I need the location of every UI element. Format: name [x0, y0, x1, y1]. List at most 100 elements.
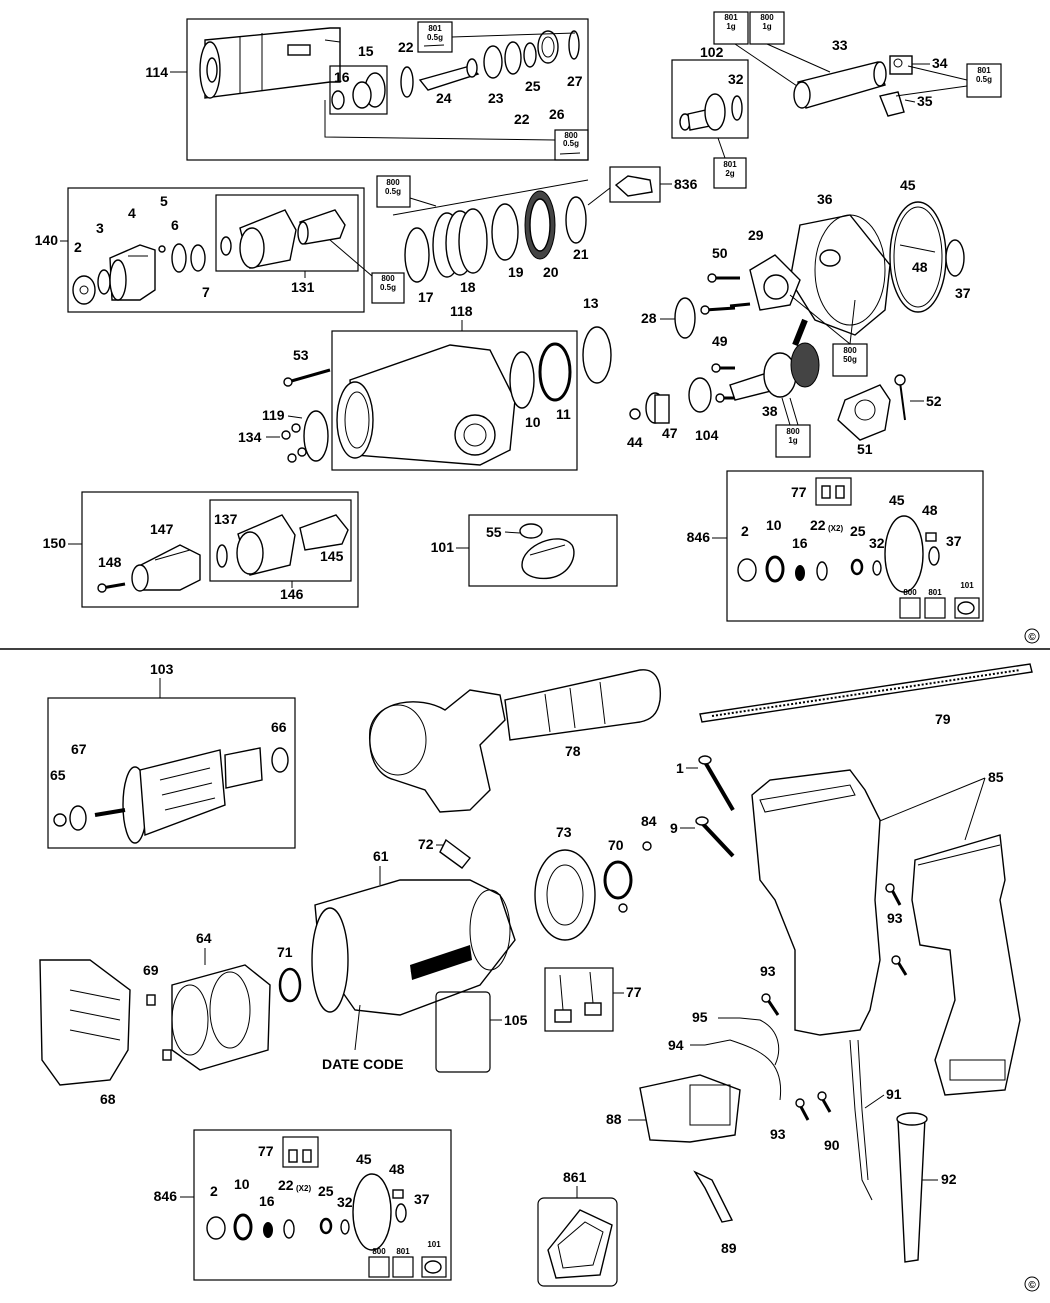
svg-text:52: 52: [926, 393, 942, 409]
svg-text:45: 45: [889, 492, 905, 508]
svg-text:4: 4: [128, 205, 136, 221]
svg-text:800: 800: [843, 346, 857, 355]
copyright-mark-top: ©: [1024, 628, 1040, 644]
side-handle-78: 78: [368, 669, 662, 813]
svg-text:77: 77: [626, 984, 642, 1000]
svg-text:18: 18: [460, 279, 476, 295]
svg-text:78: 78: [565, 743, 581, 759]
assembly-102: 102 32 801 2g: [671, 44, 749, 189]
svg-text:800: 800: [760, 13, 774, 22]
svg-text:37: 37: [955, 285, 971, 301]
svg-text:66: 66: [271, 719, 287, 735]
svg-text:88: 88: [606, 1111, 622, 1127]
svg-text:800: 800: [381, 274, 395, 283]
svg-text:84: 84: [641, 813, 657, 829]
grease-800-0.5g-131: 800 0.5g: [371, 272, 405, 304]
part-836: 836: [587, 166, 698, 206]
svg-text:91: 91: [886, 1086, 902, 1102]
svg-text:800: 800: [786, 427, 800, 436]
svg-text:37: 37: [946, 533, 962, 549]
svg-text:73: 73: [556, 824, 572, 840]
svg-text:93: 93: [770, 1126, 786, 1142]
svg-text:146: 146: [280, 586, 304, 602]
svg-text:93: 93: [760, 963, 776, 979]
svg-text:0.5g: 0.5g: [976, 75, 992, 84]
svg-text:0.5g: 0.5g: [380, 283, 396, 292]
svg-text:101: 101: [427, 1240, 441, 1249]
svg-text:89: 89: [721, 1240, 737, 1256]
svg-text:861: 861: [563, 1169, 587, 1185]
svg-text:846: 846: [687, 529, 711, 545]
svg-text:17: 17: [418, 289, 434, 305]
svg-text:134: 134: [238, 429, 262, 445]
grease-800-0.5g: 800 0.5g: [554, 129, 589, 161]
grease-801-0.5g-right: 801 0.5g: [966, 63, 1002, 98]
svg-text:22: 22: [514, 111, 530, 127]
grease-800-0.5g-stack: 800 0.5g: [376, 175, 411, 208]
svg-text:103: 103: [150, 661, 174, 677]
svg-text:15: 15: [358, 43, 374, 59]
grease-801-0.5g: 801 0.5g: [417, 21, 453, 53]
svg-text:34: 34: [932, 55, 948, 71]
svg-text:10: 10: [525, 414, 541, 430]
kit-846-bottom-grease-icons: 800 801 101: [368, 1240, 447, 1278]
svg-text:25: 25: [525, 78, 541, 94]
svg-text:22: 22: [398, 39, 414, 55]
svg-text:95: 95: [692, 1009, 708, 1025]
svg-text:48: 48: [389, 1161, 405, 1177]
svg-text:36: 36: [817, 191, 833, 207]
svg-text:2: 2: [74, 239, 82, 255]
svg-text:13: 13: [583, 295, 599, 311]
assembly-114-frame: [186, 18, 589, 161]
svg-text:145: 145: [320, 548, 344, 564]
svg-text:2g: 2g: [725, 169, 734, 178]
svg-text:137: 137: [214, 511, 238, 527]
svg-text:2: 2: [210, 1183, 218, 1199]
svg-text:51: 51: [857, 441, 873, 457]
svg-text:65: 65: [50, 767, 66, 783]
svg-text:800: 800: [372, 1247, 386, 1256]
part-33-tube: 801 1g 800 1g 33 34 35 801 0.5g: [713, 11, 1002, 117]
svg-text:67: 67: [71, 741, 87, 757]
svg-text:72: 72: [418, 836, 434, 852]
svg-text:48: 48: [922, 502, 938, 518]
svg-text:11: 11: [556, 406, 571, 422]
svg-text:50: 50: [712, 245, 728, 261]
svg-text:846: 846: [154, 1188, 178, 1204]
svg-text:77: 77: [258, 1143, 274, 1159]
svg-text:10: 10: [234, 1176, 250, 1192]
assembly-150: 150 148 147 137 145 146: [43, 491, 359, 608]
svg-text:61: 61: [373, 848, 389, 864]
svg-text:37: 37: [414, 1191, 430, 1207]
svg-text:0.5g: 0.5g: [563, 139, 579, 148]
svg-text:20: 20: [543, 264, 559, 280]
svg-text:45: 45: [356, 1151, 372, 1167]
grease-800-1g-top: 800 1g: [749, 11, 785, 45]
svg-text:22: 22: [810, 517, 826, 533]
svg-text:90: 90: [824, 1137, 840, 1153]
svg-text:10: 10: [766, 517, 782, 533]
svg-text:48: 48: [912, 259, 928, 275]
copyright-mark-bottom: ©: [1024, 1276, 1040, 1292]
assembly-103: 103 66 67 65: [47, 661, 296, 849]
svg-text:102: 102: [700, 44, 724, 60]
gear-housing-36: 36 45 48 37 29 800 50g: [748, 177, 971, 377]
svg-text:©: ©: [1028, 1280, 1036, 1291]
svg-text:0.5g: 0.5g: [385, 187, 401, 196]
assembly-118: 118 10 11 13 53 119 134: [238, 295, 612, 471]
svg-text:33: 33: [832, 37, 848, 53]
svg-text:16: 16: [792, 535, 808, 551]
svg-text:23: 23: [488, 90, 504, 106]
svg-text:1: 1: [676, 760, 684, 776]
svg-text:47: 47: [662, 425, 678, 441]
svg-text:77: 77: [791, 484, 807, 500]
svg-text:25: 25: [318, 1183, 334, 1199]
svg-text:50g: 50g: [843, 355, 857, 364]
svg-text:801: 801: [723, 160, 737, 169]
svg-text:119: 119: [262, 407, 285, 423]
svg-text:16: 16: [259, 1193, 275, 1209]
svg-text:93: 93: [887, 910, 903, 926]
svg-text:64: 64: [196, 930, 212, 946]
depth-rod-79: 79: [699, 663, 1033, 727]
